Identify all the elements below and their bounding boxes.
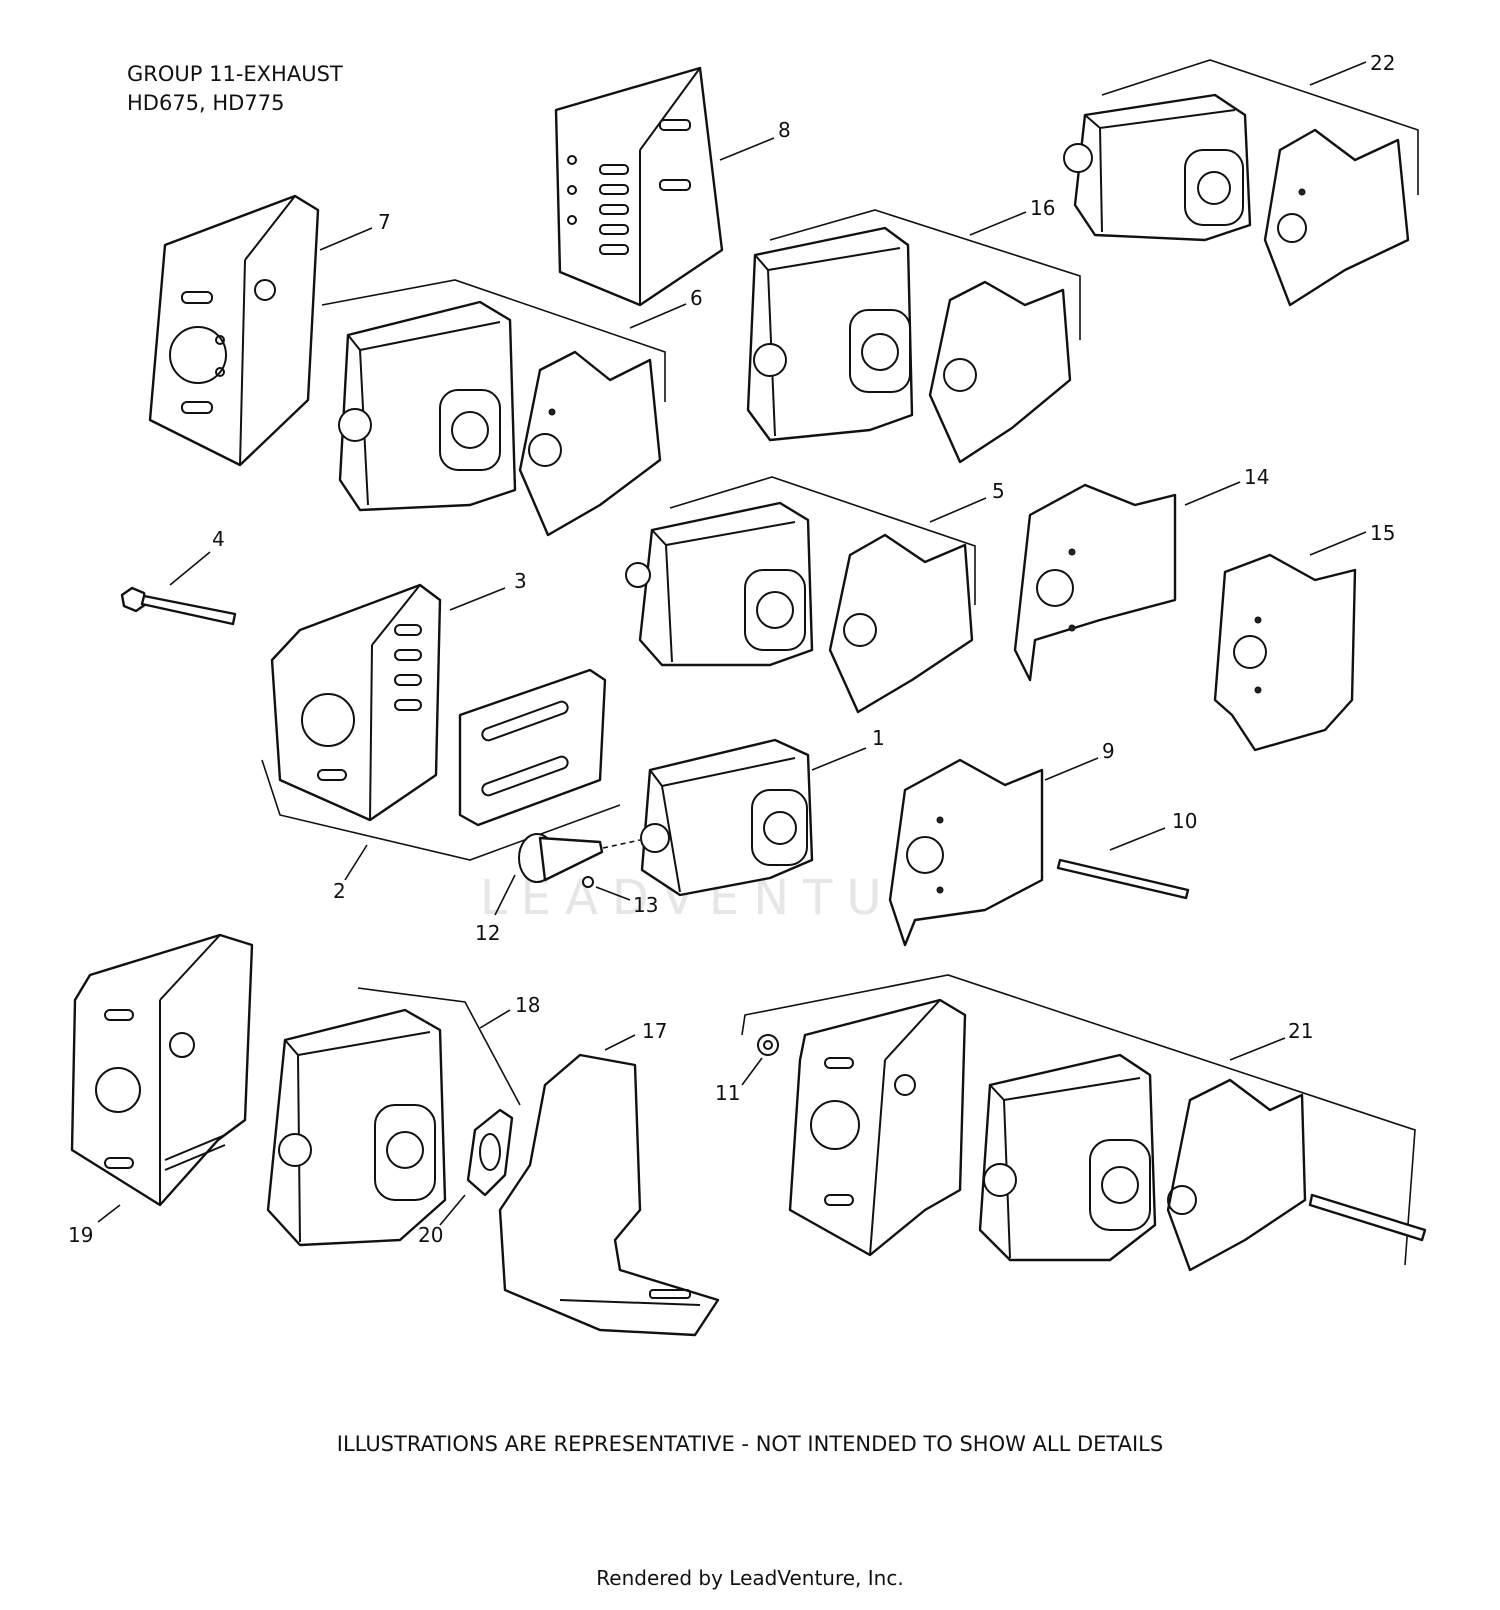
callout-22: 22 xyxy=(1370,51,1395,75)
callout-9: 9 xyxy=(1102,739,1115,763)
rendered-by-credit: Rendered by LeadVenture, Inc. xyxy=(596,1566,904,1590)
callout-11: 11 xyxy=(715,1081,740,1105)
callout-19: 19 xyxy=(68,1223,93,1247)
callout-18: 18 xyxy=(515,993,540,1017)
callout-13: 13 xyxy=(633,893,658,917)
part-10-stud[interactable] xyxy=(1056,858,1190,900)
part-20-gasket[interactable] xyxy=(466,1108,514,1197)
callout-5: 5 xyxy=(992,479,1005,503)
part-18-muffler-assembly[interactable] xyxy=(266,987,521,1247)
part-15-heat-shield[interactable] xyxy=(1213,553,1357,752)
callout-6: 6 xyxy=(690,286,703,310)
callout-1: 1 xyxy=(872,726,885,750)
part-8-heat-shield[interactable] xyxy=(554,66,724,307)
disclaimer-text: ILLUSTRATIONS ARE REPRESENTATIVE - NOT I… xyxy=(336,1432,1164,1456)
callout-8: 8 xyxy=(778,118,791,142)
part-17-heat-shield[interactable] xyxy=(498,1053,720,1337)
callout-14: 14 xyxy=(1244,465,1269,489)
callout-15: 15 xyxy=(1370,521,1395,545)
model-list: HD675, HD775 xyxy=(127,91,285,115)
part-1-muffler[interactable] xyxy=(640,738,814,897)
part-3-heat-shield[interactable] xyxy=(270,583,442,822)
callout-2: 2 xyxy=(333,879,346,903)
part-5-muffler-assembly[interactable] xyxy=(625,476,976,714)
callout-17: 17 xyxy=(642,1019,667,1043)
callout-7: 7 xyxy=(378,210,391,234)
callout-3: 3 xyxy=(514,569,527,593)
diagram-title: GROUP 11-EXHAUST HD675, HD775 xyxy=(127,60,343,118)
part-12-spark-arrester[interactable] xyxy=(518,833,641,883)
part-9-heat-shield[interactable] xyxy=(888,758,1044,947)
part-7-heat-shield[interactable] xyxy=(148,194,320,467)
callout-16: 16 xyxy=(1030,196,1055,220)
part-22-muffler-assembly[interactable] xyxy=(1063,59,1419,307)
part-19-heat-shield[interactable] xyxy=(70,933,254,1207)
part-2-shield-assembly[interactable] xyxy=(261,668,621,861)
callout-4: 4 xyxy=(212,527,225,551)
slot-holes xyxy=(567,119,691,255)
part-6-muffler-assembly[interactable] xyxy=(321,279,666,537)
callout-10: 10 xyxy=(1172,809,1197,833)
group-title: GROUP 11-EXHAUST xyxy=(127,62,343,86)
part-16-muffler-assembly[interactable] xyxy=(746,209,1081,464)
callout-21: 21 xyxy=(1288,1019,1313,1043)
callout-12: 12 xyxy=(475,921,500,945)
part-13-screw[interactable] xyxy=(582,876,594,888)
part-21-muffler-assembly[interactable] xyxy=(741,974,1427,1272)
part-4-bolt[interactable] xyxy=(120,586,237,626)
part-14-heat-shield[interactable] xyxy=(1013,483,1177,682)
part-11-nut[interactable] xyxy=(757,1034,779,1056)
callout-labels: 1 2 3 4 5 6 7 8 9 10 11 12 13 14 15 16 1… xyxy=(68,51,1395,1247)
callout-20: 20 xyxy=(418,1223,443,1247)
